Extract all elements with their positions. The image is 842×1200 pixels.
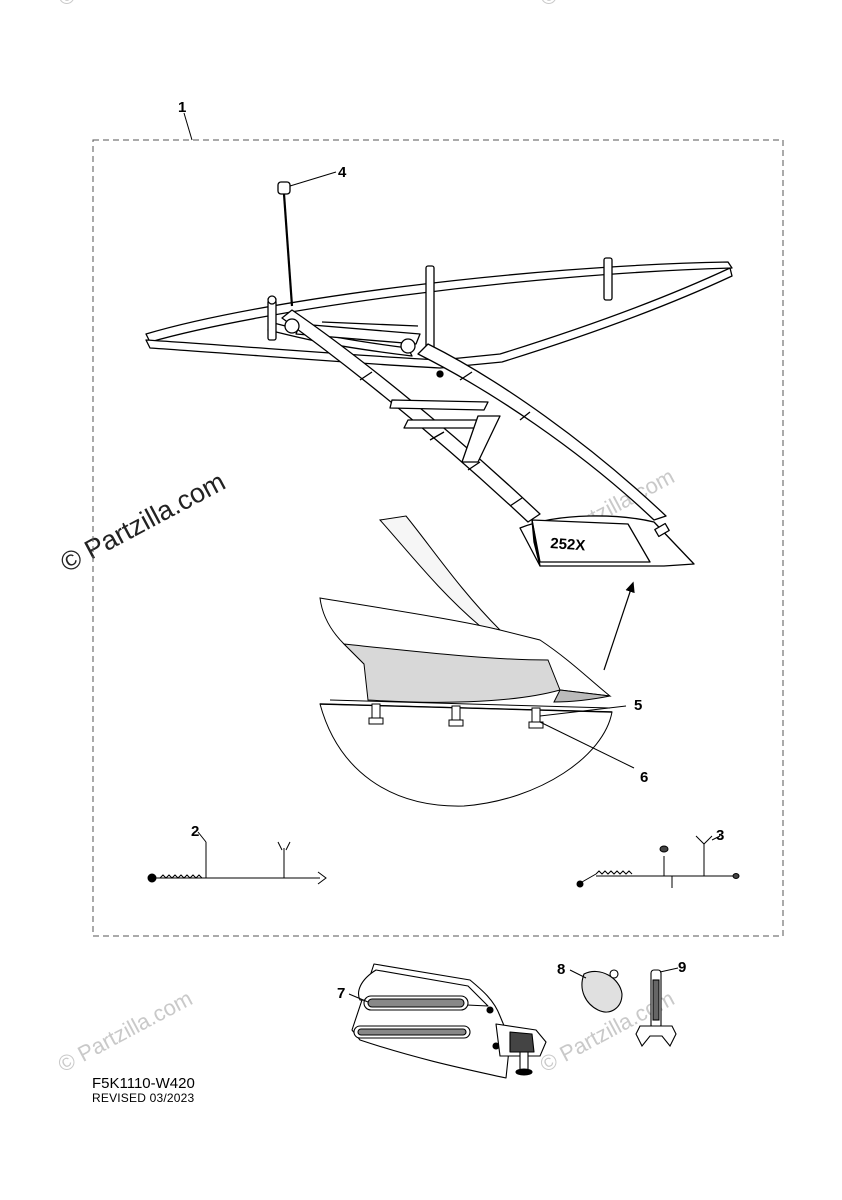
mount-detail (319, 699, 613, 807)
callout-3: 3 (716, 827, 725, 844)
callout-1: 1 (178, 99, 187, 116)
bolt (368, 703, 384, 725)
callout-8: 8 (557, 961, 566, 978)
tower-badge: 252X (550, 535, 586, 554)
revision-date: REVISED 03/2023 (92, 1091, 195, 1105)
wakeboard-tower: 252X (145, 181, 733, 567)
mirror (581, 969, 623, 1013)
callout-5: 5 (634, 697, 643, 714)
wire-harness-left (147, 841, 327, 885)
callout-2: 2 (191, 823, 200, 840)
kit-boundary (92, 139, 784, 937)
callout-6: 6 (640, 769, 649, 786)
bolt (448, 705, 464, 727)
wire-harness-right (576, 835, 740, 888)
bolt (528, 707, 544, 729)
callout-9: 9 (678, 959, 687, 976)
flag-pole (635, 969, 677, 1048)
board-rack (351, 963, 547, 1079)
drawing-code: F5K1110-W420 (92, 1075, 195, 1092)
boat-bow (319, 515, 612, 703)
callout-4: 4 (338, 164, 347, 181)
callout-7: 7 (337, 985, 346, 1002)
